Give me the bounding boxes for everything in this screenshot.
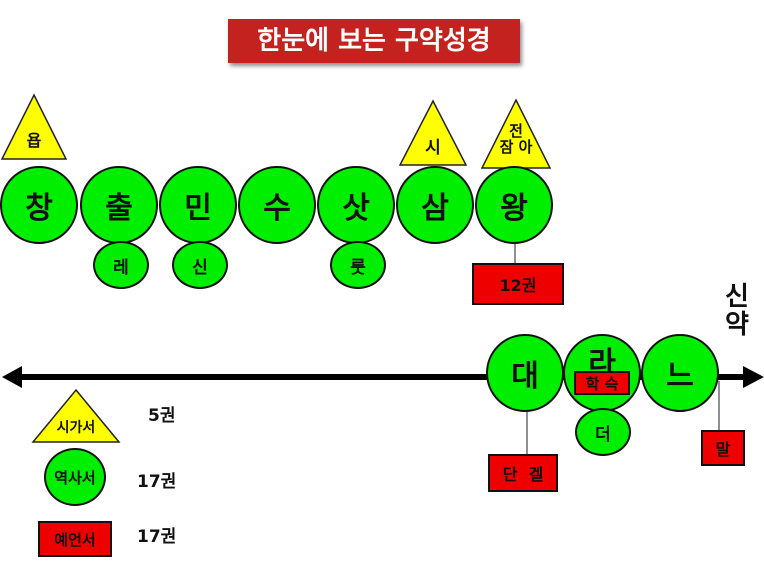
book-circle: 삼 [396, 166, 474, 244]
legend-count: 5권 [148, 406, 176, 426]
triangle-label: 욥 [26, 131, 42, 150]
prophet-box: 말 [701, 430, 745, 466]
inner-box: 학 슥 [574, 371, 630, 395]
triangle-psalms: 시 [398, 99, 468, 167]
page-title: 한눈에 보는 구약성경 [228, 19, 520, 63]
book-circle-small: 더 [575, 408, 631, 456]
legend-count: 17권 [137, 527, 177, 547]
triangle-wisdom: 전 잠 아 [480, 98, 552, 170]
book-circle: 느 [641, 334, 719, 412]
prophet-box: 단 겔 [488, 454, 558, 492]
triangle-label: 전 잠 아 [499, 122, 533, 156]
triangle-label: 시 [425, 138, 441, 158]
book-circle: 왕 [475, 166, 553, 244]
legend-triangle: 시가서 [31, 388, 121, 444]
book-circle: 대 [486, 334, 564, 412]
book-circle-small: 신 [172, 241, 228, 289]
legend-circle: 역사서 [44, 448, 106, 506]
book-circle: 출 [80, 166, 158, 244]
legend-box: 예언서 [38, 521, 112, 557]
book-circle-small: 룻 [330, 241, 386, 289]
triangle-job: 욥 [0, 93, 68, 161]
legend-label: 시가서 [56, 420, 96, 436]
book-circle: 삿 [317, 166, 395, 244]
count-box: 12권 [472, 263, 564, 305]
book-circle: 창 [0, 166, 78, 244]
book-circle: 민 [159, 166, 237, 244]
book-circle-small: 레 [93, 241, 149, 289]
book-circle: 수 [238, 166, 316, 244]
legend-count: 17권 [137, 472, 177, 492]
new-testament-label: 신약 [725, 282, 749, 340]
